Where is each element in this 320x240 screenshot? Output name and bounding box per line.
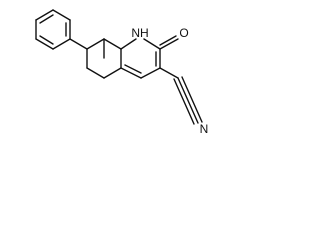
nitrogen-label: N <box>200 122 209 136</box>
carbonyl-double-bond-line <box>159 35 177 46</box>
bond <box>35 38 54 50</box>
double-bond-line <box>124 64 142 74</box>
double-bond-line <box>39 14 54 24</box>
double-bond-line <box>39 35 54 45</box>
nitrile-triple-bond-line <box>177 77 199 124</box>
bond <box>86 38 105 50</box>
bond <box>86 67 105 79</box>
bond <box>52 38 71 50</box>
nitrile-link-bond <box>159 67 179 79</box>
saturated-ring <box>86 38 122 79</box>
bond <box>52 9 71 21</box>
nh-label: NH <box>131 26 148 40</box>
molecule-canvas: NH O N <box>0 0 221 169</box>
bond <box>120 67 142 79</box>
nitrile-triple-bond-line <box>181 76 203 123</box>
benzene-ring <box>35 9 71 50</box>
bond <box>35 9 54 21</box>
bond <box>69 38 88 50</box>
bond <box>143 38 161 50</box>
bond <box>140 67 161 79</box>
bond <box>103 67 122 79</box>
bond <box>103 38 122 50</box>
oxygen-label: O <box>179 26 188 40</box>
pyridinone-ring <box>120 38 161 79</box>
carbonyl-bond <box>159 38 179 50</box>
chemical-structure-diagram: NH O N <box>35 9 209 136</box>
bond <box>120 38 137 50</box>
nitrile-triple-bond-line <box>173 78 195 125</box>
